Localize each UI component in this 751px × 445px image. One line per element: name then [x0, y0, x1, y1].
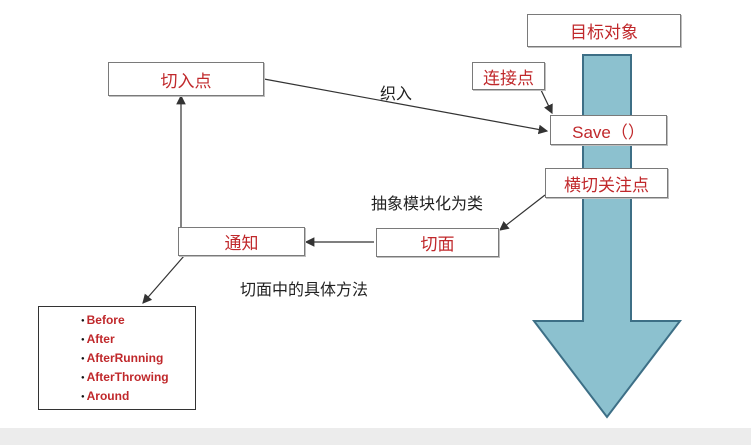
- node-save: Save（）: [550, 115, 667, 145]
- advice-type-item: Around: [81, 387, 195, 406]
- bottom-bar: [0, 428, 751, 445]
- cross-cutting-arrow: [499, 194, 546, 231]
- node-aspect: 切面: [376, 228, 499, 257]
- node-cross-cutting-concern: 横切关注点: [545, 168, 668, 198]
- weaving-arrow: [263, 78, 549, 135]
- advice-type-item: After: [81, 330, 195, 349]
- advice-to-list-arrow: [142, 255, 185, 304]
- label-abstract-module: 抽象模块化为类: [371, 194, 484, 213]
- join-point-arrow: [540, 89, 553, 115]
- node-pointcut: 切入点: [108, 62, 264, 96]
- advice-type-item: AfterRunning: [81, 349, 195, 368]
- node-target-object: 目标对象: [527, 14, 681, 47]
- advice-type-item: AfterThrowing: [81, 368, 195, 387]
- advice-types-box: Before After AfterRunning AfterThrowing …: [38, 306, 196, 410]
- node-join-point: 连接点: [472, 62, 545, 90]
- big-down-arrow: [531, 54, 683, 419]
- advice-type-item: Before: [81, 311, 195, 330]
- label-aspect-methods: 切面中的具体方法: [240, 280, 369, 299]
- node-advice: 通知: [178, 227, 305, 256]
- label-weaving: 织入: [380, 84, 413, 103]
